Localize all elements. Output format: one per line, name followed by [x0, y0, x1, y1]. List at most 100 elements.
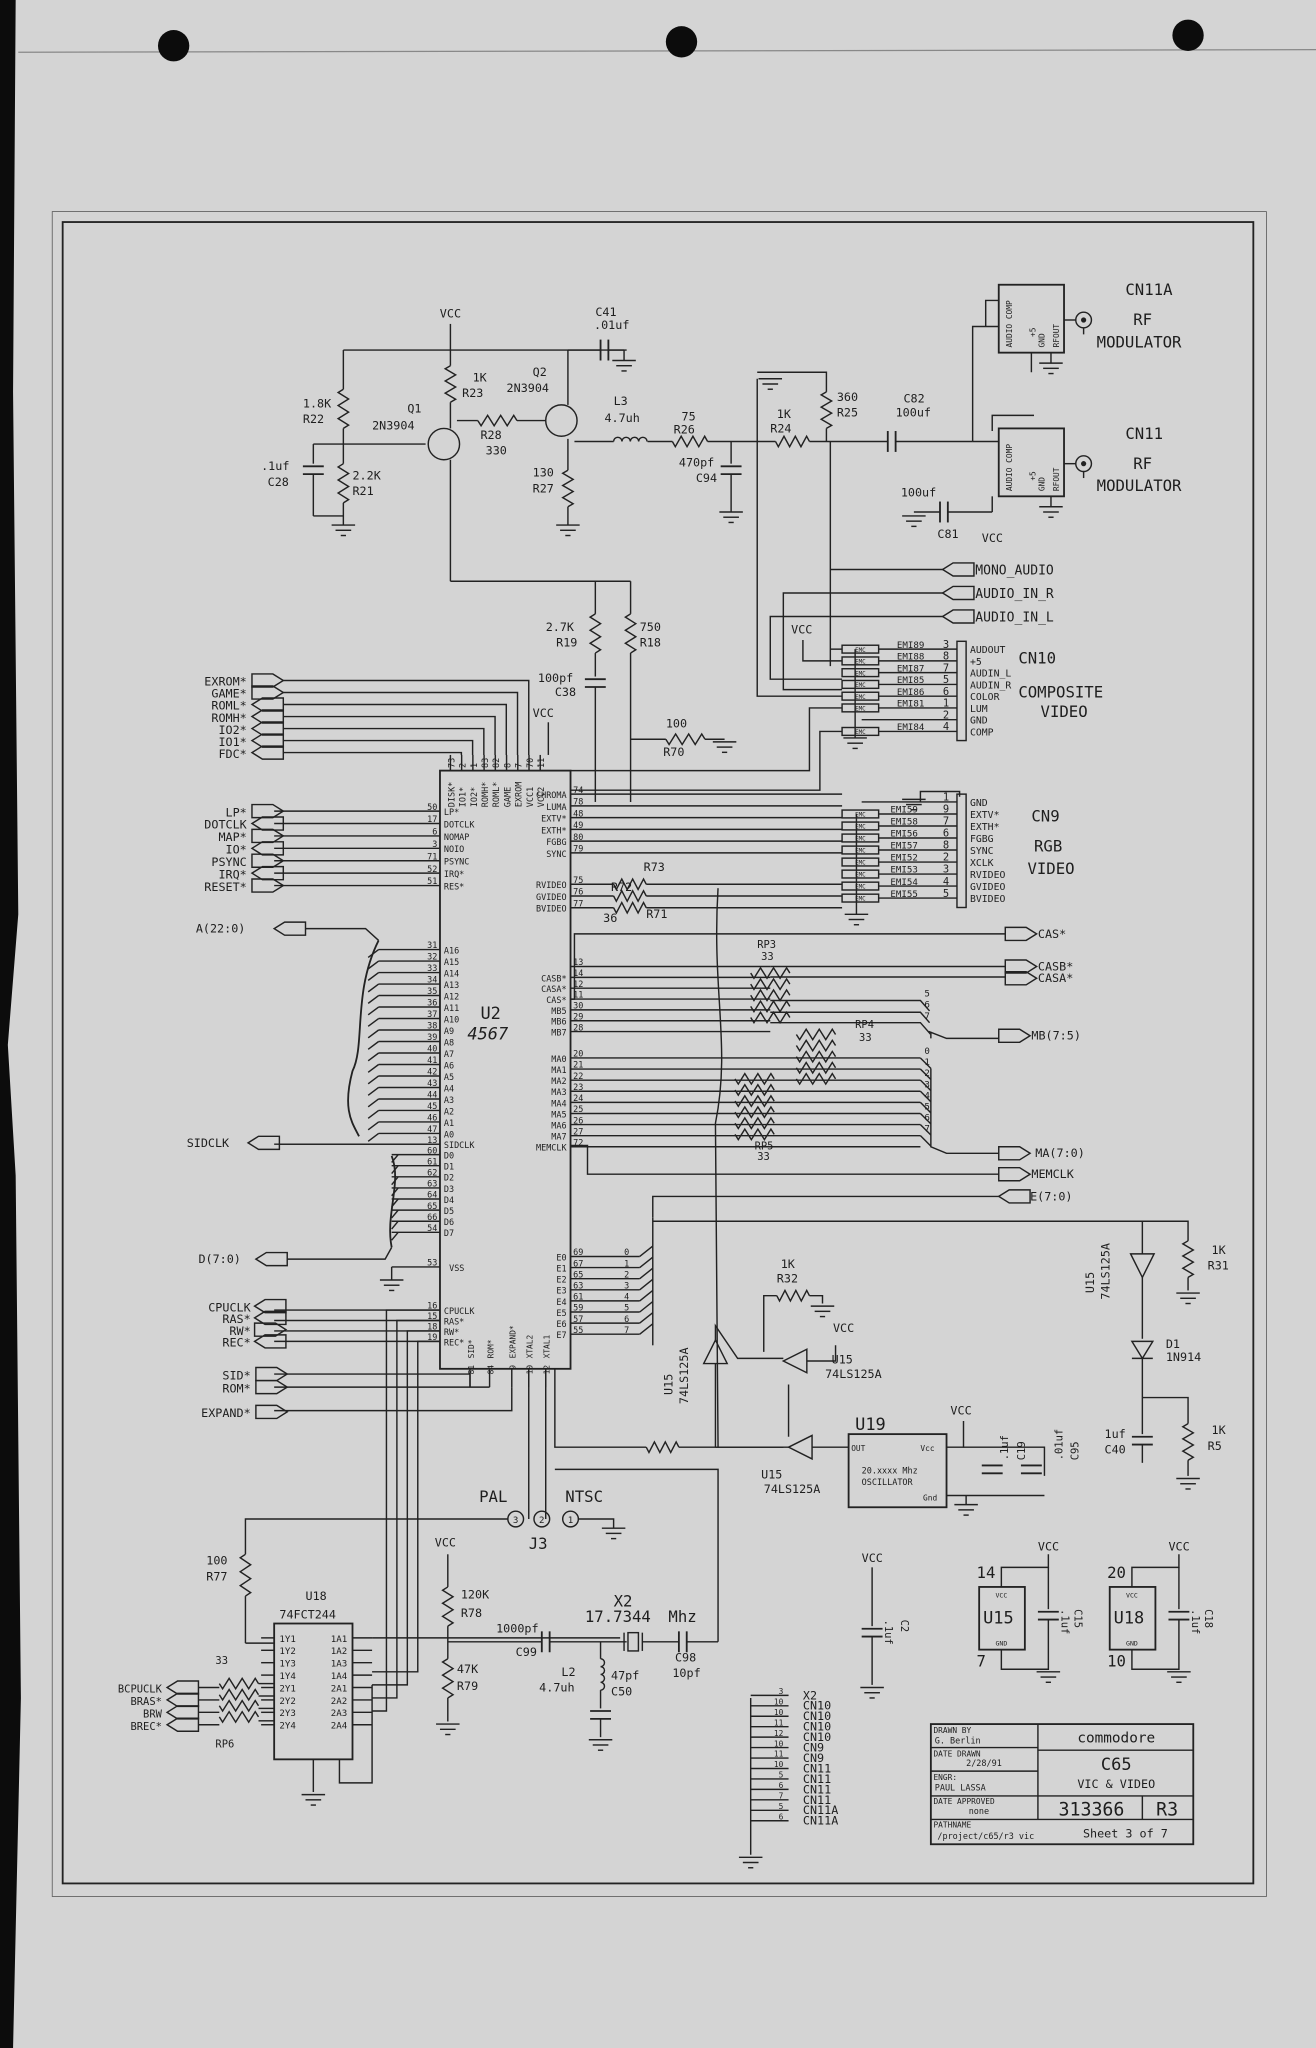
- pin-number: 49: [573, 820, 583, 830]
- ground-icon: [719, 511, 743, 524]
- pin-number: 78: [573, 797, 583, 807]
- label: L3: [614, 394, 628, 408]
- emc-label: EMC: [855, 683, 866, 689]
- wire: [639, 1278, 654, 1291]
- pin-number: 7: [514, 763, 524, 768]
- pin-name: D4: [444, 1195, 454, 1205]
- label: 1K: [781, 1257, 796, 1271]
- emc-filter: [841, 668, 880, 678]
- chip-gnd-label: GND: [995, 1640, 1007, 1648]
- modulator-pin-label: RFOUT: [1052, 324, 1061, 348]
- left-port-label: RW*: [229, 1324, 250, 1338]
- modulator-label: RF: [1133, 310, 1152, 329]
- rpack-value: 33: [757, 1151, 770, 1163]
- rpack-ref: RP3: [757, 939, 776, 951]
- cap-value: .1uf: [1189, 1609, 1201, 1634]
- resistor-ref: R71: [646, 907, 667, 921]
- label: 1K: [777, 407, 792, 421]
- pin-name: CASB*: [541, 973, 566, 983]
- connector-pin-number: 8: [943, 651, 949, 663]
- rpack-resistor: [795, 1027, 837, 1042]
- transistor-q1-symbol: [427, 427, 461, 461]
- offpage-connector-icon: [255, 1404, 289, 1420]
- u18-pin: 2Y3: [279, 1709, 295, 1719]
- u19-ref: U19: [855, 1415, 886, 1435]
- drawn-by-label: DRAWN BY: [933, 1726, 971, 1735]
- connector-signal-label: SYNC: [970, 846, 994, 857]
- list-pin-number: 5: [779, 1802, 784, 1811]
- pin-name: FGBG: [546, 837, 566, 847]
- wire: [919, 1101, 932, 1114]
- inductor-l2-symbol: [600, 1658, 606, 1691]
- wire: [639, 1267, 654, 1280]
- left-port-label: SID*: [222, 1368, 250, 1382]
- label: R32: [777, 1272, 798, 1286]
- buffer-gate-symbol: [702, 1338, 729, 1365]
- wire: [372, 1309, 440, 1712]
- u18-pin: 2Y1: [279, 1684, 295, 1694]
- left-port-label: MAP*: [218, 830, 246, 844]
- label: C94: [696, 471, 717, 485]
- list-pin-number: 10: [774, 1760, 784, 1769]
- emc-label: EMC: [855, 897, 866, 903]
- wire: [372, 1330, 440, 1686]
- product-name: C65: [1101, 1755, 1132, 1775]
- list-pin-number: 10: [774, 1739, 784, 1748]
- wire: [919, 1079, 932, 1092]
- pin-name: MA7: [551, 1132, 566, 1142]
- bus-port-label: D(7:0): [198, 1252, 240, 1266]
- pin-number: 16: [427, 1301, 437, 1311]
- u15-label: U15: [1083, 1272, 1097, 1293]
- connector-signal-label: EXTH*: [970, 822, 1000, 833]
- audio-port-icon: [941, 562, 975, 577]
- offpage-connector-icon: [997, 1189, 1031, 1204]
- pin-number: 30: [573, 1001, 583, 1011]
- wire: [367, 1017, 380, 1027]
- pin-name: RES*: [444, 881, 464, 891]
- osc-pin: Gnd: [923, 1494, 937, 1503]
- offpage-connector-icon: [250, 709, 285, 724]
- chip-gnd-label: GND: [1126, 1640, 1138, 1648]
- ground-icon: [844, 913, 869, 926]
- pin-name: A3: [444, 1095, 454, 1105]
- offpage-connector-icon: [998, 1146, 1032, 1161]
- offpage-connector-icon: [165, 1705, 200, 1720]
- pin-number: 54: [427, 1223, 437, 1233]
- pin-name: A1: [444, 1118, 454, 1128]
- audio-port-icon: [941, 609, 975, 624]
- cn9-label: RGB: [1034, 837, 1062, 856]
- emi-label: EMI58: [890, 818, 917, 828]
- connector-pin-number: 3: [943, 639, 949, 651]
- jumper-ref: J3: [529, 1534, 548, 1553]
- wire: [391, 1220, 399, 1230]
- emc-label: EMC: [855, 695, 866, 701]
- pin-number: 1: [469, 763, 479, 768]
- pin-name: A11: [444, 1003, 459, 1013]
- data-bus: [389, 1155, 396, 1248]
- label: 100pf: [538, 671, 573, 685]
- label: 4.7uh: [539, 1680, 574, 1694]
- u18-pin: 2Y2: [279, 1697, 295, 1707]
- u18-chip-body: [273, 1622, 354, 1761]
- wire: [244, 1518, 508, 1555]
- label: C98: [675, 1650, 696, 1664]
- pin-name: A5: [444, 1072, 454, 1082]
- u18-pin: 1A3: [331, 1660, 347, 1670]
- label: D1: [1166, 1337, 1180, 1351]
- drawn-by-value: G. Berlin: [935, 1736, 981, 1746]
- pin-name: E6: [556, 1319, 566, 1329]
- chip-ref: U18: [1114, 1609, 1145, 1629]
- list-connector-ref: CN11A: [803, 1814, 838, 1828]
- wire: [391, 1154, 399, 1163]
- ground-icon: [1176, 1292, 1200, 1305]
- pin-number: 75: [573, 875, 583, 885]
- label: 4.7uh: [604, 411, 639, 425]
- wire: [283, 679, 530, 755]
- connector-pin-number: 6: [943, 828, 949, 840]
- list-pin-number: 5: [779, 1771, 784, 1780]
- bus-bit-number: 6: [624, 1314, 629, 1324]
- offpage-connector-icon: [251, 878, 285, 893]
- label: 10pf: [672, 1666, 700, 1680]
- label: Q2: [533, 365, 547, 379]
- ground-icon: [712, 741, 737, 754]
